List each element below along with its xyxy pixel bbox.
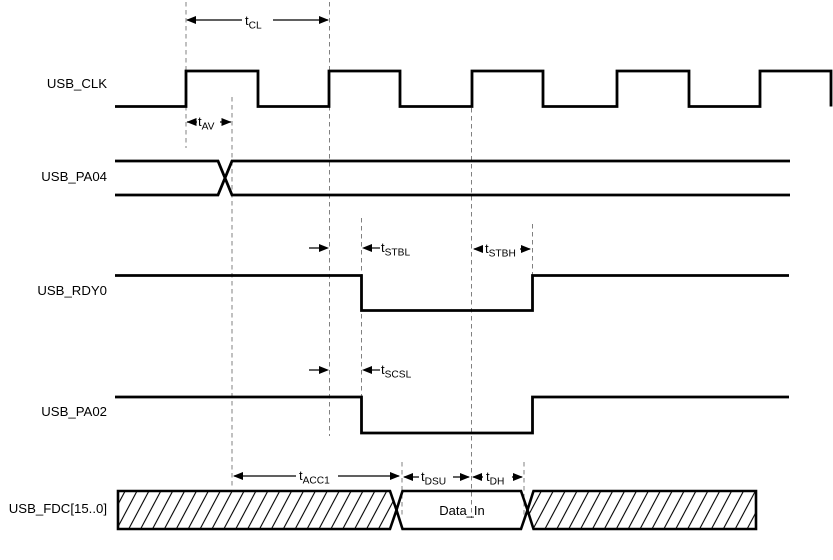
arrow-right-icon (390, 472, 400, 480)
dim-tdh: tDH (472, 468, 523, 488)
signal-label-usb-pa04: USB_PA04 (41, 169, 107, 184)
bus-data-in-cell (395, 489, 529, 531)
arrow-right-icon (460, 473, 470, 481)
bus-hatched-left (116, 489, 398, 531)
arrow-left-icon (186, 118, 197, 126)
arrow-left-icon (473, 245, 483, 253)
tscsl-label: tSCSL (381, 362, 412, 381)
guide-lines (185, 2, 533, 518)
dim-tcl: tCL (186, 11, 329, 32)
arrow-right-icon (521, 245, 531, 253)
usb-pa04-rail-b (115, 159, 790, 197)
arrow-left-icon (362, 366, 372, 374)
tav-label: tAV (198, 114, 215, 133)
signal-label-usb-fdc: USB_FDC[15..0] (9, 501, 107, 516)
arrow-left-icon (186, 16, 196, 24)
tstbh-label: tSTBH (485, 241, 516, 260)
arrow-right-icon (513, 473, 523, 481)
signal-labels: USB_CLK USB_PA04 USB_RDY0 USB_PA02 USB_F… (9, 76, 485, 518)
tacc1-label: tACC1 (299, 468, 330, 487)
dim-tscsl: tSCSL (309, 362, 412, 381)
arrow-right-icon (319, 16, 329, 24)
arrow-left-icon (362, 244, 372, 252)
dim-tdsu: tDSU (403, 468, 470, 488)
dim-tstbh: tSTBH (473, 240, 531, 260)
bus-usb-fdc-fills (118, 491, 756, 529)
arrow-left-icon (472, 473, 482, 481)
tcl-label: tCL (245, 13, 262, 32)
signal-label-usb-pa02: USB_PA02 (41, 404, 107, 419)
usb-pa02-wave (115, 395, 789, 435)
usb-rdy0-wave (115, 274, 789, 312)
usb-clk-wave (115, 69, 833, 108)
bus-value-label: Data_In (439, 503, 485, 518)
arrow-right-icon (221, 118, 232, 126)
dim-tacc1: tACC1 (233, 467, 400, 487)
signal-label-usb-rdy0: USB_RDY0 (37, 283, 107, 298)
usb-pa04-rail-a (115, 159, 790, 197)
arrow-left-icon (403, 473, 413, 481)
dim-tav: tAV (186, 113, 232, 133)
tdsu-label: tDSU (421, 469, 446, 488)
tdh-label: tDH (486, 469, 504, 488)
bus-usb-fdc-wave (116, 489, 758, 531)
signal-waveforms (115, 69, 833, 435)
arrow-right-icon (319, 366, 329, 374)
dim-tstbl: tSTBL (309, 240, 410, 259)
tstbl-label: tSTBL (381, 240, 410, 259)
arrow-right-icon (319, 244, 329, 252)
arrow-left-icon (233, 472, 243, 480)
bus-hatched-right (526, 489, 758, 531)
signal-label-usb-clk: USB_CLK (47, 76, 107, 91)
